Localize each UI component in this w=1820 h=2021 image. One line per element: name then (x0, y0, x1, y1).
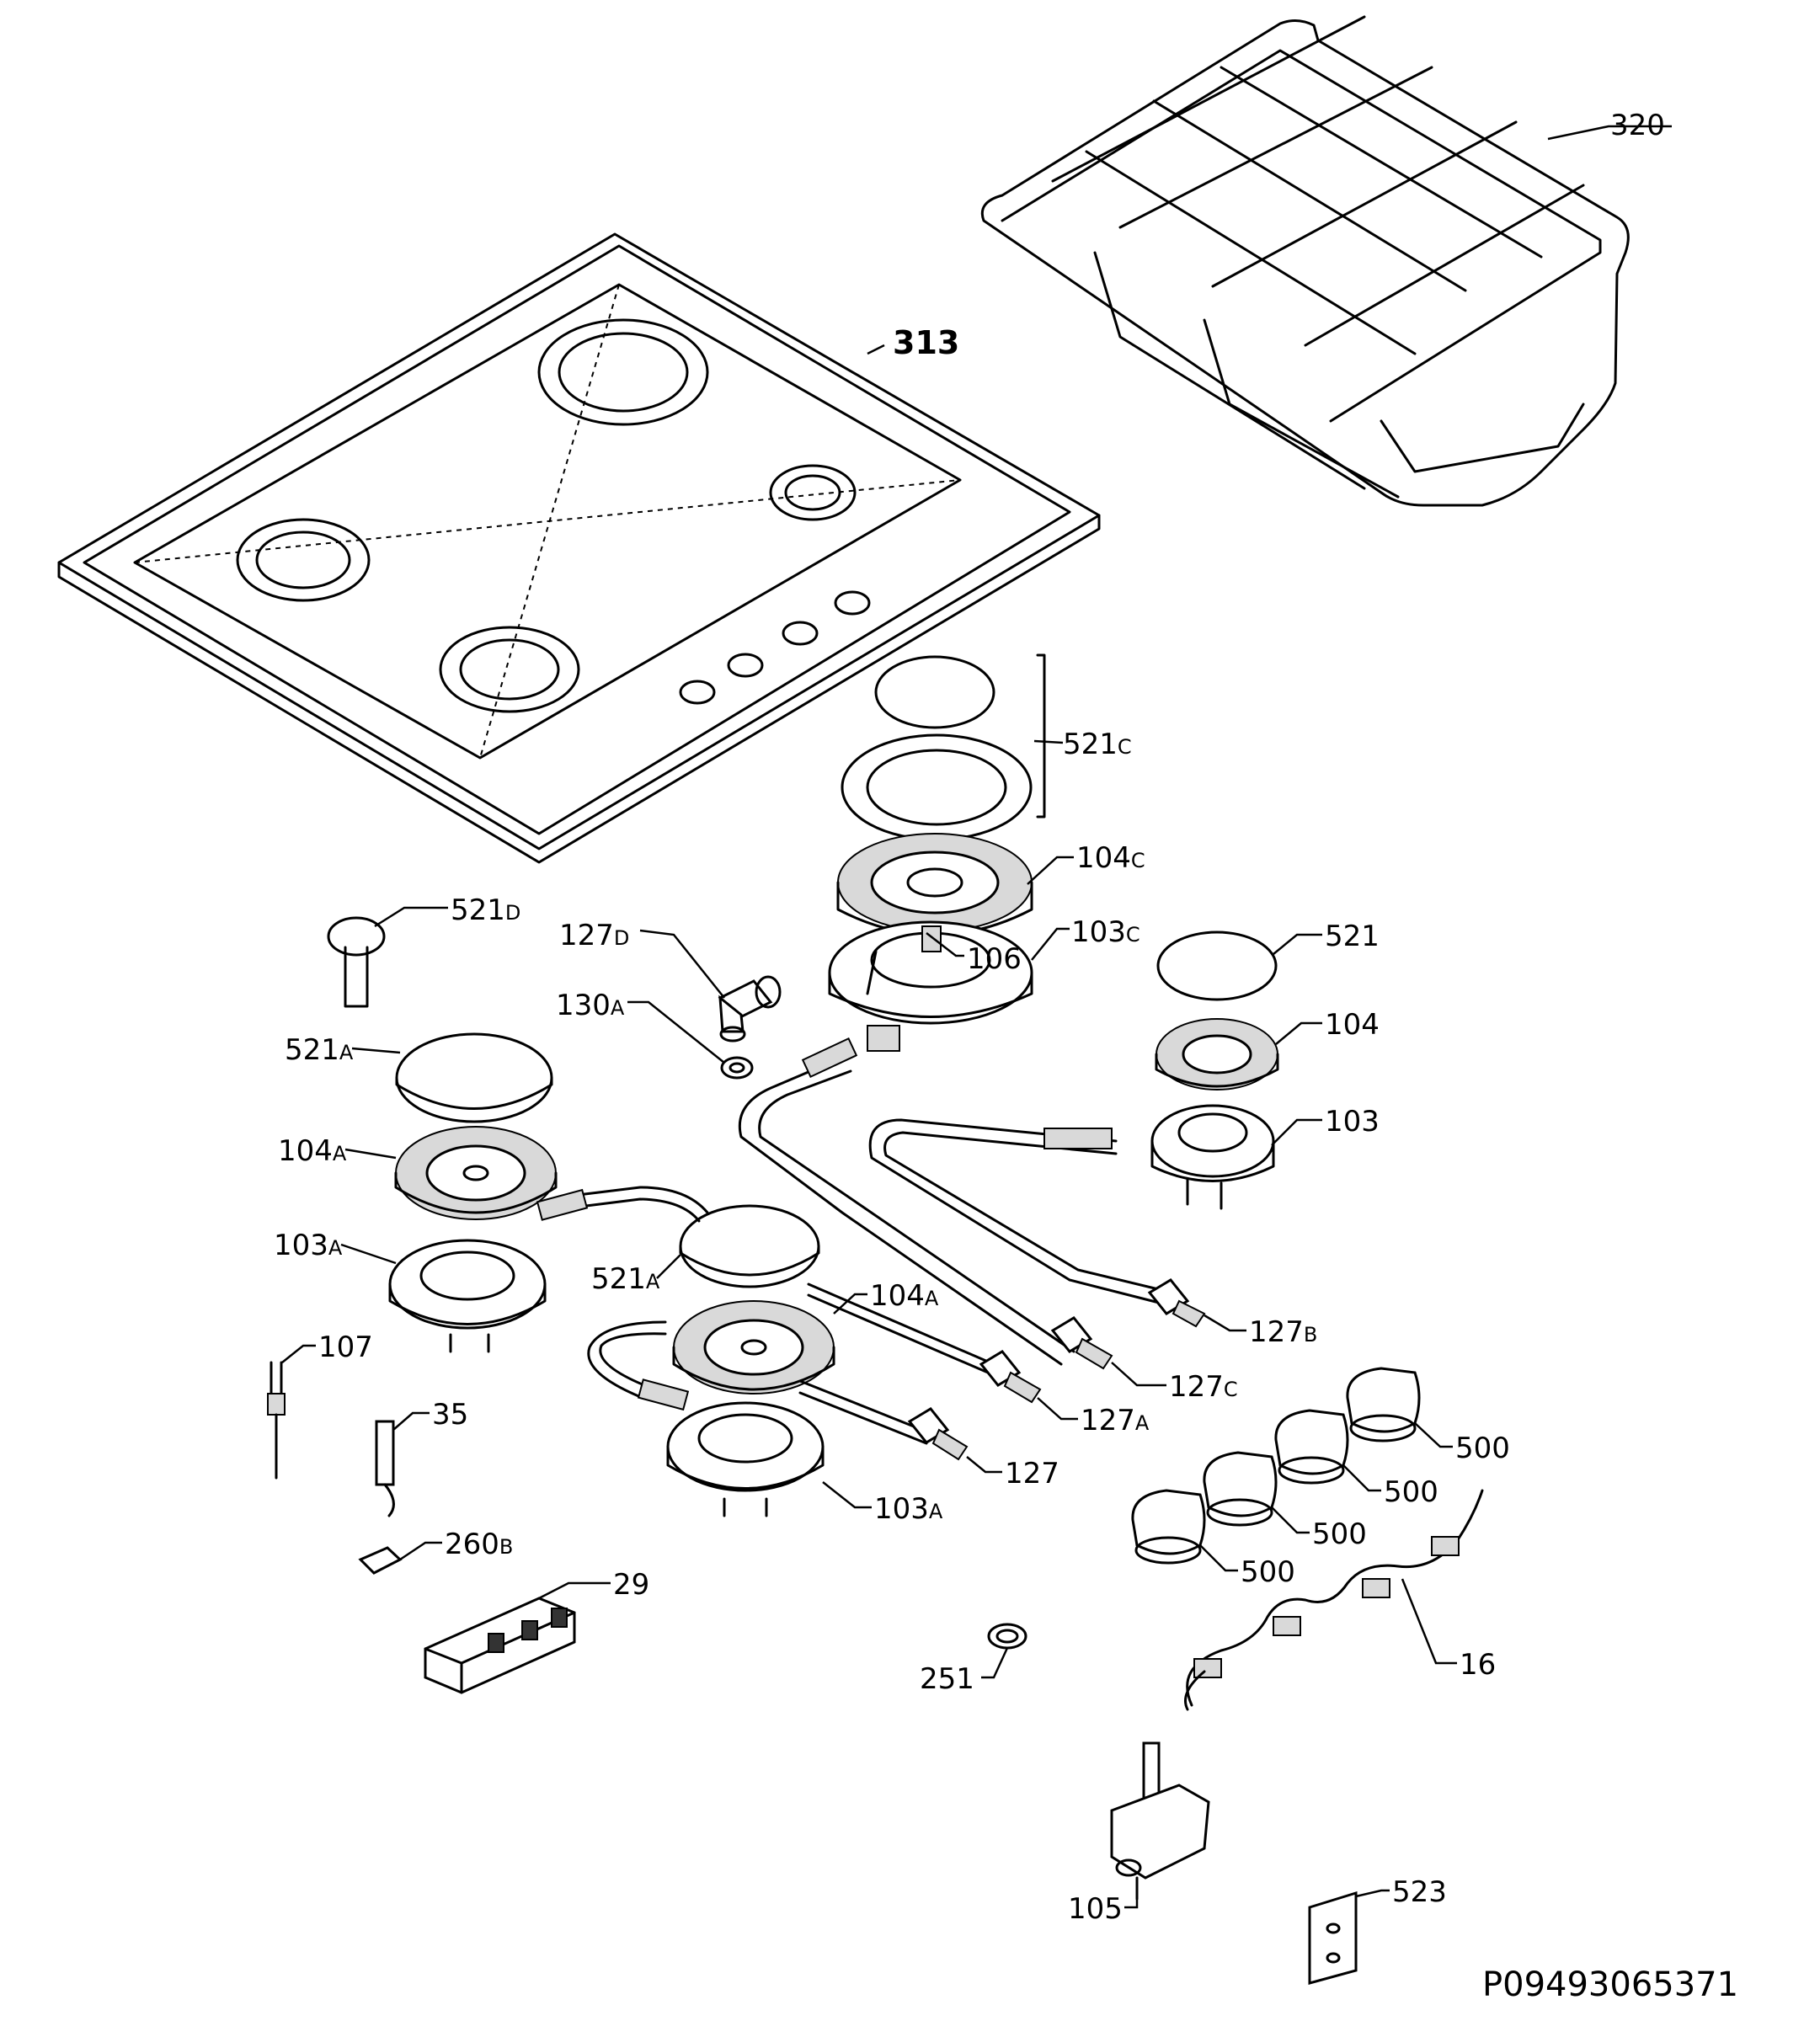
seal-130a (720, 1056, 754, 1080)
burner-104a-left (394, 1126, 558, 1220)
label-521: 521 (1325, 920, 1380, 953)
label-127: 127 (1005, 1457, 1059, 1490)
label-29: 29 (613, 1568, 649, 1602)
label-500-c: 500 (1312, 1517, 1367, 1551)
bracket-521c (1036, 653, 1046, 819)
fitting-127b (1147, 1278, 1206, 1328)
label-35: 35 (432, 1398, 468, 1432)
label-500-d: 500 (1241, 1555, 1295, 1589)
burner-104 (1155, 1018, 1279, 1090)
cap-521 (1156, 931, 1278, 1001)
pan-support-grid (980, 15, 1630, 507)
label-103a-left: 103A (274, 1229, 343, 1262)
knob-500-c (1203, 1451, 1278, 1527)
burner-base-103a-mid (666, 1401, 825, 1517)
label-104a-mid: 104A (870, 1279, 939, 1313)
label-130a: 130A (556, 989, 625, 1022)
burner-hole-left (236, 518, 371, 602)
burner-104c (836, 833, 1033, 936)
label-106: 106 (967, 942, 1022, 976)
burner-hole-right (769, 464, 857, 521)
gas-valve-105 (1110, 1741, 1210, 1901)
label-127b: 127B (1249, 1315, 1317, 1349)
microswitch-harness-16 (1184, 1489, 1484, 1711)
label-313: 313 (893, 324, 959, 361)
label-500-a: 500 (1455, 1432, 1510, 1465)
label-521d: 521D (451, 893, 520, 927)
label-127c: 127C (1169, 1370, 1238, 1404)
label-127a: 127A (1081, 1404, 1150, 1437)
hob-top-panel (57, 232, 1101, 864)
electrode-35 (375, 1420, 395, 1517)
label-521c: 521C (1063, 728, 1132, 761)
burner-base-103c (828, 920, 1033, 1052)
burner-104a-mid (672, 1300, 835, 1394)
label-104: 104 (1325, 1008, 1380, 1042)
label-251: 251 (920, 1662, 974, 1696)
gas-pipes (536, 1037, 1174, 1445)
leader-lines (281, 125, 1672, 1909)
label-320: 320 (1610, 109, 1665, 142)
cap-521a-mid (679, 1204, 820, 1288)
label-260b: 260B (445, 1528, 513, 1561)
knob-holes (679, 590, 871, 705)
label-107: 107 (318, 1330, 373, 1364)
ignition-module-29 (424, 1597, 576, 1694)
label-521a-mid: 521A (591, 1262, 660, 1296)
cap-521a-left (395, 1032, 553, 1123)
elbow-127d (718, 975, 782, 1042)
clip-260b (358, 1546, 403, 1575)
label-103a-mid: 103A (874, 1492, 943, 1526)
pin-521d (327, 916, 386, 1008)
knob-500-b (1274, 1409, 1349, 1485)
seal-251 (987, 1623, 1027, 1650)
label-104a-left: 104A (278, 1134, 347, 1168)
knob-500-a (1346, 1367, 1421, 1442)
label-105: 105 (1068, 1892, 1123, 1926)
label-500-b: 500 (1384, 1475, 1438, 1509)
labels: 313 320 521C 104C 103C 106 521D 127D 130… (274, 109, 1738, 2004)
bracket-523 (1308, 1890, 1358, 1985)
label-103: 103 (1325, 1105, 1380, 1138)
fitting-127 (907, 1407, 969, 1461)
fitting-127a (979, 1350, 1042, 1404)
label-103c: 103C (1071, 915, 1140, 949)
label-521a-left: 521A (285, 1033, 354, 1067)
thermocouple-107 (267, 1361, 286, 1480)
burner-base-103a-left (388, 1239, 547, 1353)
knob-500-d (1131, 1489, 1206, 1565)
label-16: 16 (1460, 1648, 1496, 1682)
reference-code: P09493065371 (1482, 1965, 1738, 2004)
burner-hole-front (439, 626, 580, 713)
burner-base-103 (1150, 1104, 1275, 1210)
label-523: 523 (1392, 1875, 1447, 1909)
cap-521c-top (874, 655, 995, 729)
fitting-127c (1050, 1316, 1113, 1370)
burner-hole-large (537, 318, 709, 426)
label-104c: 104C (1076, 841, 1145, 875)
cap-521c-ring (841, 733, 1033, 841)
label-127d: 127D (559, 919, 629, 952)
